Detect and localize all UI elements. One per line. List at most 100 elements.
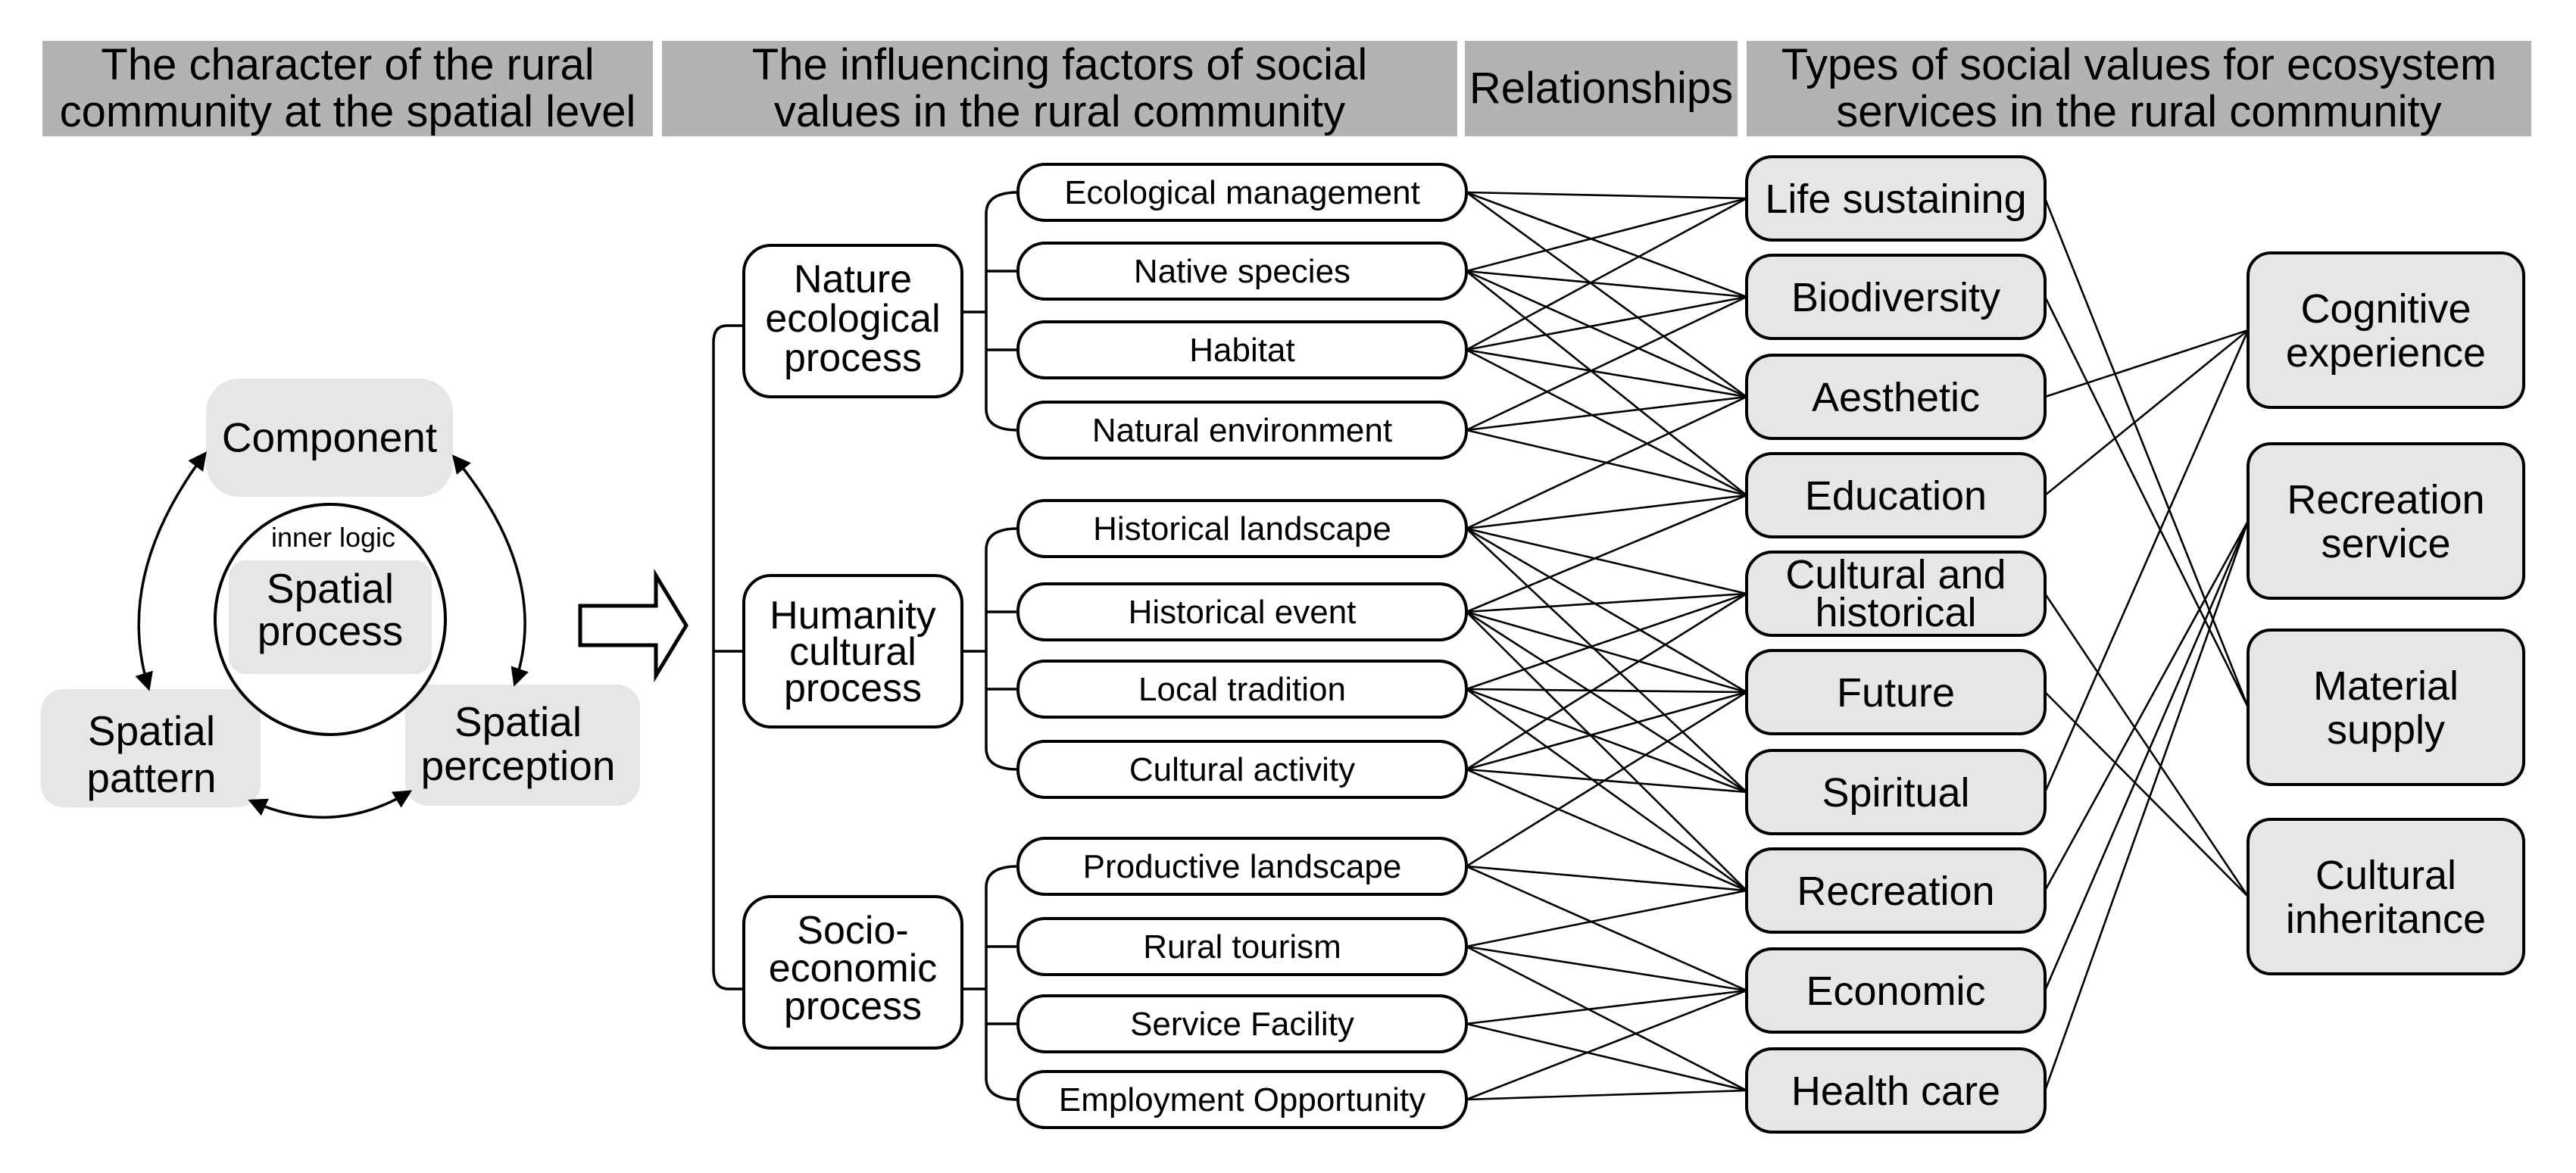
value-node-health-care: Health care — [1745, 1047, 2047, 1134]
factor-value-link — [1466, 270, 1747, 497]
factor-node-habitat: Habitat — [1016, 320, 1468, 379]
value-category-link — [2044, 198, 2250, 708]
factor-value-link — [1466, 1089, 1747, 1101]
category-box — [2247, 629, 2525, 786]
header-social-value-types: Types of social values for ecosystem ser… — [1747, 41, 2531, 136]
value-category-link — [2044, 329, 2249, 398]
factor-value-link — [1466, 348, 1747, 398]
factor-label: Local tradition — [1138, 671, 1346, 708]
value-label: Biodiversity — [1791, 275, 2000, 320]
process-label: process — [784, 984, 922, 1028]
factor-value-link — [1466, 592, 1747, 691]
factor-value-link — [1466, 768, 1747, 892]
factor-value-link — [1466, 592, 1747, 771]
factor-value-link — [1466, 945, 1747, 1092]
value-box — [1745, 551, 2047, 637]
factor-value-link — [1466, 295, 1747, 351]
factor-value-link — [1466, 494, 1747, 613]
category-label: Recreation — [2287, 477, 2484, 523]
value-label: Spiritual — [1822, 770, 1969, 816]
header-influencing-factors: The influencing factors of social values… — [662, 41, 1457, 136]
value-box — [1745, 847, 2047, 934]
spatial-process-box — [229, 560, 432, 674]
factor-value-link — [1466, 865, 1747, 892]
factor-value-link — [1466, 197, 1747, 273]
value-category-link — [2044, 520, 2250, 991]
category-label: Cognitive — [2300, 286, 2471, 332]
value-node-economic: Economic — [1745, 947, 2047, 1034]
factor-node-ecological-management: Ecological management — [1016, 163, 1468, 222]
value-box — [1745, 155, 2047, 242]
value-box — [1745, 749, 2047, 835]
factor-value-link — [1466, 197, 1747, 351]
factor-box — [1016, 994, 1468, 1053]
factor-value-link — [1466, 191, 1747, 398]
value-node-recreation: Recreation — [1745, 847, 2047, 934]
spatial-pattern-label: Spatial — [88, 707, 215, 754]
category-nodes: CognitiveexperienceRecreationserviceMate… — [2247, 251, 2525, 975]
value-label: Economic — [1806, 969, 1985, 1014]
value-node-education: Education — [1745, 452, 2047, 538]
process-label: Nature — [794, 257, 912, 301]
process-label: cultural — [789, 630, 916, 674]
inner-logic-label: inner logic — [271, 522, 395, 553]
factor-box — [1016, 837, 1468, 896]
component-label: Component — [222, 414, 437, 461]
process-bracket — [712, 324, 744, 990]
factor-node-historical-landscape: Historical landscape — [1016, 499, 1468, 558]
value-node-biodiversity: Biodiversity — [1745, 254, 2047, 340]
factor-value-link — [1466, 270, 1747, 398]
value-category-link — [2044, 329, 2250, 793]
process-box-nature — [742, 244, 963, 398]
process-label: economic — [769, 947, 938, 990]
category-label: service — [2321, 521, 2450, 566]
factor-label: Employment Opportunity — [1059, 1081, 1425, 1118]
value-box — [1745, 354, 2047, 440]
value-category-link — [2044, 296, 2250, 708]
factor-value-link — [1466, 295, 1747, 432]
factor-value-link — [1466, 610, 1747, 694]
process-label: ecological — [765, 297, 940, 341]
process-box-humanity — [742, 574, 963, 728]
value-label: Education — [1805, 473, 1987, 519]
value-box — [1745, 254, 2047, 340]
factor-box — [1016, 242, 1468, 301]
factor-value-link — [1466, 191, 1747, 298]
value-label: historical — [1815, 590, 1976, 635]
cycle-arrow-component-perception — [451, 454, 529, 687]
category-box — [2247, 818, 2525, 975]
factor-brackets — [962, 191, 1019, 1101]
factor-value-link — [1466, 989, 1747, 1101]
value-box — [1745, 947, 2047, 1034]
factor-value-link — [1466, 865, 1747, 992]
factor-value-link — [1466, 348, 1747, 497]
spatial-pattern-label: pattern — [86, 754, 216, 801]
value-box — [1745, 649, 2047, 735]
factor-label: Historical event — [1129, 594, 1357, 631]
factor-value-link — [1466, 691, 1747, 868]
factor-node-cultural-activity: Cultural activity — [1016, 740, 1468, 799]
value-category-link — [2044, 691, 2249, 897]
factor-node-employment-opportunity: Employment Opportunity — [1016, 1070, 1468, 1129]
factor-value-link — [1466, 688, 1747, 794]
factor-value-link — [1466, 527, 1747, 595]
process-label: Humanity — [770, 594, 936, 638]
factor-label: Service Facility — [1130, 1006, 1354, 1043]
factor-box — [1016, 1070, 1468, 1129]
category-box — [2247, 442, 2525, 600]
value-node-aesthetic: Aesthetic — [1745, 354, 2047, 440]
category-label: Cultural — [2315, 853, 2456, 898]
flow-arrow — [578, 569, 688, 682]
category-label: supply — [2327, 707, 2445, 753]
cycle-arrow-pattern-perception — [248, 790, 413, 819]
factor-value-link — [1466, 494, 1747, 530]
factor-box — [1016, 163, 1468, 222]
factor-value-link — [1466, 395, 1747, 432]
factor-value-links — [1466, 191, 1747, 1101]
factor-value-link — [1466, 688, 1747, 892]
factor-value-link — [1466, 889, 1747, 948]
